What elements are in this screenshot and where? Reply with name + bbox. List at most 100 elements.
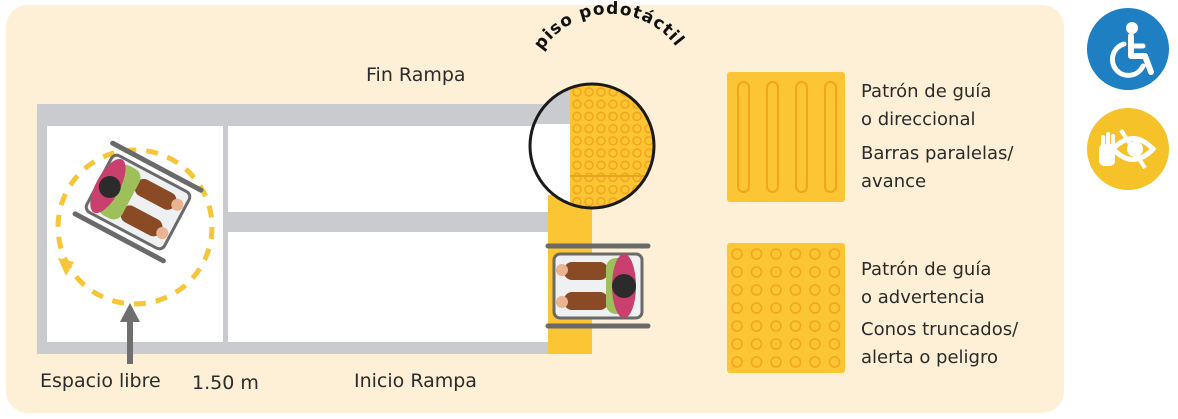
tactile-dot <box>584 184 594 195</box>
tactile-dot <box>584 87 594 97</box>
tactile-dot <box>828 338 841 350</box>
tactile-dot <box>572 111 582 122</box>
tactile-dot <box>620 123 630 134</box>
tactile-dot <box>572 148 582 158</box>
tactile-dot <box>632 111 642 122</box>
tactile-dot <box>789 266 802 278</box>
tactile-dot <box>644 87 654 97</box>
tactile-dot <box>596 99 606 109</box>
tactile-dot <box>620 99 630 109</box>
turning-arrowhead <box>58 258 74 276</box>
tactile-dot <box>584 160 594 170</box>
wheelchair-icon <box>1087 8 1169 90</box>
tactile-dot <box>632 197 642 207</box>
tactile-zoom-circle <box>528 82 656 210</box>
tactile-dot <box>620 160 630 170</box>
tactile-dot <box>572 184 582 195</box>
tactile-dot <box>770 356 782 368</box>
clearance-arrow-shaft <box>127 316 133 364</box>
tactile-dot <box>809 338 821 350</box>
tactile-dot <box>731 302 743 314</box>
tactile-dot <box>632 87 642 97</box>
tactile-dot <box>596 197 606 207</box>
ramp-lower-lane <box>228 232 557 342</box>
tactile-dot <box>608 148 618 158</box>
tactile-dot <box>572 87 582 97</box>
tactile-dot <box>750 338 763 350</box>
tactile-dot <box>731 338 743 350</box>
tactile-dot <box>731 266 743 278</box>
tactile-dot <box>731 356 743 368</box>
tactile-dot <box>750 248 763 260</box>
tactile-dot <box>828 356 841 368</box>
tactile-dot <box>644 197 654 207</box>
tactile-dot <box>596 111 606 122</box>
tactile-dot <box>789 284 802 296</box>
tactile-dot <box>750 356 763 368</box>
tactile-dot <box>770 266 782 278</box>
tactile-dot <box>750 320 763 332</box>
tactile-bar <box>766 81 779 193</box>
tactile-dot <box>608 123 618 134</box>
tactile-dot <box>770 302 782 314</box>
directional-pattern-description: Patrón de guía o direccional Barras para… <box>861 78 1013 196</box>
tactile-bar <box>824 81 837 193</box>
tactile-dot <box>608 172 618 183</box>
tactile-dot <box>572 172 582 183</box>
tactile-dot <box>596 87 606 97</box>
ramp-upper-lane <box>228 126 557 212</box>
tactile-dot <box>644 184 654 195</box>
warning-line-2: o advertencia <box>861 287 985 308</box>
tactile-dot <box>608 184 618 195</box>
tactile-dot <box>596 184 606 195</box>
warning-pattern-description: Patrón de guía o advertencia Conos trunc… <box>861 256 1018 372</box>
tactile-dot <box>632 123 642 134</box>
tactile-dot <box>731 320 743 332</box>
tactile-dot <box>789 356 802 368</box>
tactile-dot <box>828 248 841 260</box>
tactile-dot <box>809 266 821 278</box>
tactile-dot <box>809 284 821 296</box>
tactile-dot <box>632 136 642 146</box>
tactile-dot <box>596 148 606 158</box>
piso-podotactil-label: piso podotáctil <box>530 0 689 54</box>
tactile-dot <box>770 320 782 332</box>
tactile-dot <box>770 284 782 296</box>
tactile-dot <box>572 99 582 109</box>
warning-line-1: Patrón de guía <box>861 259 992 280</box>
tactile-dot <box>632 160 642 170</box>
tactile-dot <box>620 172 630 183</box>
tactile-dot <box>632 148 642 158</box>
tactile-dot <box>828 266 841 278</box>
turning-circle <box>55 147 215 307</box>
tactile-dot <box>789 320 802 332</box>
tactile-dot <box>584 136 594 146</box>
warning-pattern-tile <box>727 243 845 373</box>
directional-pattern-tile <box>727 72 845 202</box>
tactile-dot <box>584 148 594 158</box>
tactile-dot <box>572 123 582 134</box>
tactile-dot <box>828 302 841 314</box>
tactile-dot <box>596 172 606 183</box>
tactile-bar <box>795 81 808 193</box>
directional-line-4: avance <box>861 171 927 192</box>
tactile-dot <box>620 111 630 122</box>
tactile-dot <box>584 197 594 207</box>
tactile-dot <box>584 172 594 183</box>
wheelchair-user-ramp-start <box>545 243 651 329</box>
tactile-dot <box>809 248 821 260</box>
tactile-dot <box>584 123 594 134</box>
tactile-dot <box>809 356 821 368</box>
tactile-dot <box>572 160 582 170</box>
tactile-dot <box>731 248 743 260</box>
tactile-dot <box>620 136 630 146</box>
directional-line-2: o direccional <box>861 109 976 130</box>
warning-line-4: alerta o peligro <box>861 347 998 368</box>
tactile-dot <box>596 123 606 134</box>
tactile-dot <box>584 99 594 109</box>
tactile-dot <box>789 302 802 314</box>
tactile-dot <box>828 284 841 296</box>
tactile-dot <box>584 111 594 122</box>
tactile-dot <box>608 111 618 122</box>
tactile-dot <box>770 248 782 260</box>
